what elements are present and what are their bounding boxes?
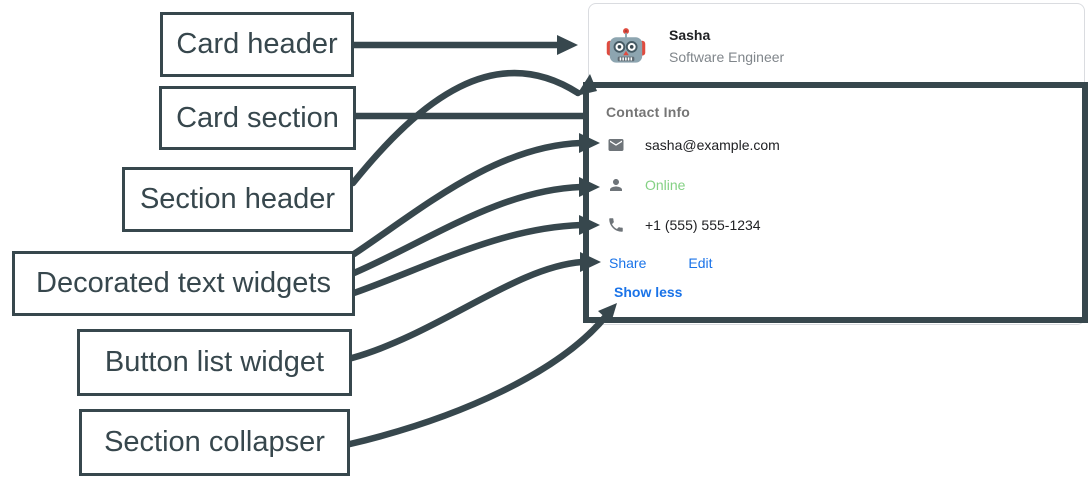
- arrow-decorated-phone: [350, 221, 585, 297]
- label-card-section: Card section: [159, 86, 356, 150]
- person-icon: [606, 175, 626, 195]
- card-title: Sasha: [669, 27, 711, 43]
- email-icon: [606, 135, 626, 155]
- card-subtitle: Software Engineer: [669, 49, 785, 65]
- label-section-collapser: Section collapser: [79, 409, 350, 476]
- arrow-decorated-online: [350, 183, 585, 277]
- decorated-text-phone: +1 (555) 555-1234: [606, 215, 761, 235]
- decorated-text-email: sasha@example.com: [606, 135, 780, 155]
- online-status-text: Online: [645, 177, 686, 193]
- arrow-section-collapser: [346, 312, 610, 448]
- email-text: sasha@example.com: [645, 137, 780, 153]
- robot-avatar-icon: [606, 28, 646, 63]
- section-header: Contact Info: [606, 104, 691, 120]
- phone-icon: [606, 215, 626, 235]
- label-section-header: Section header: [122, 167, 353, 232]
- edit-button[interactable]: Edit: [688, 255, 713, 271]
- contact-card: Sasha Software Engineer Contact Info sas…: [588, 3, 1085, 325]
- decorated-text-status: Online: [606, 175, 685, 195]
- show-less-button[interactable]: Show less: [614, 284, 683, 300]
- arrow-decorated-email: [350, 139, 585, 258]
- label-decorated-text-widgets: Decorated text widgets: [12, 251, 355, 316]
- card-header: Sasha Software Engineer: [589, 4, 1084, 86]
- arrowhead-card-header: [557, 35, 578, 55]
- phone-text: +1 (555) 555-1234: [645, 217, 761, 233]
- share-button[interactable]: Share: [609, 255, 647, 271]
- label-card-header: Card header: [160, 12, 354, 77]
- button-list: Share Edit: [609, 255, 712, 271]
- arrow-button-list: [348, 258, 586, 362]
- arrow-section-header: [349, 69, 582, 187]
- label-button-list-widget: Button list widget: [77, 329, 352, 396]
